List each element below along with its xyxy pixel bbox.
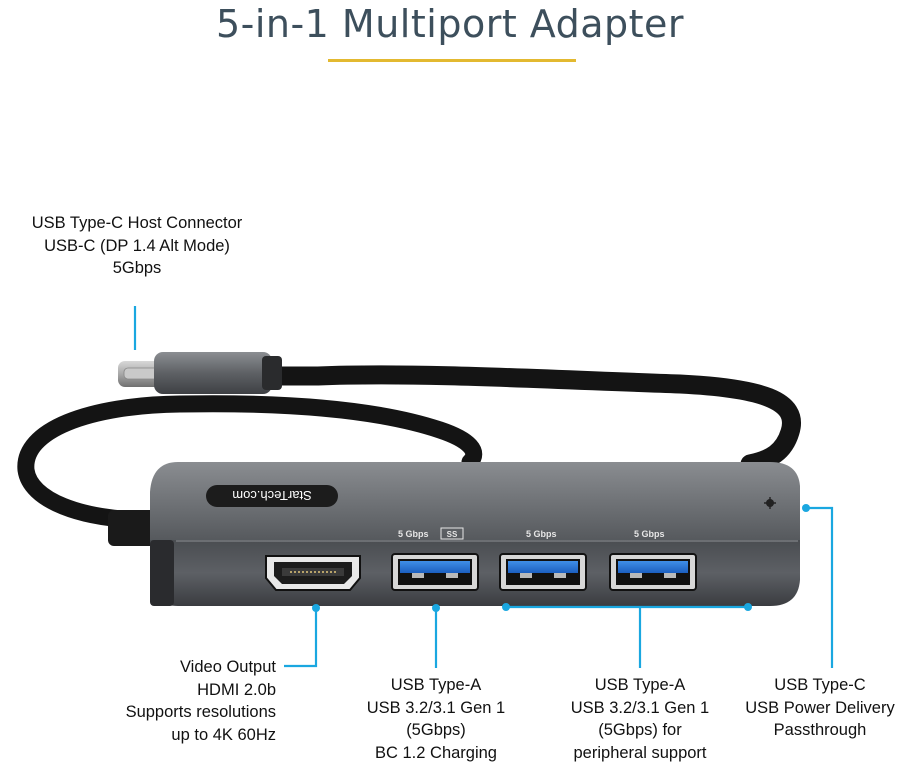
hdmi-port	[265, 555, 361, 591]
label-usb-a-charging: USB Type-A USB 3.2/3.1 Gen 1 (5Gbps) BC …	[366, 676, 506, 762]
callout-usbc-pd	[806, 506, 834, 668]
label-usb-c-host: USB Type-C Host Connector USB-C (DP 1.4 …	[31, 214, 243, 277]
svg-text:StarTech.com: StarTech.com	[232, 488, 311, 503]
usb-a-port-1	[391, 553, 479, 591]
port1-marking: 5 Gbps	[398, 529, 429, 539]
label-usb-a-peripheral: USB Type-A USB 3.2/3.1 Gen 1 (5Gbps) for…	[570, 676, 710, 762]
usb-c-plug	[118, 352, 282, 394]
usb-a-port-3	[609, 553, 697, 591]
label-video-output: Video Output HDMI 2.0b Supports resoluti…	[125, 658, 276, 744]
brand-logo: StarTech.com	[206, 485, 338, 507]
page-title: 5-in-1 Multiport Adapter	[215, 2, 685, 46]
title-underline	[328, 59, 576, 62]
port2-marking: 5 Gbps	[526, 529, 557, 539]
power-delivery-icon	[764, 497, 776, 509]
cable-loop	[17, 395, 483, 529]
port3-marking: 5 Gbps	[634, 529, 665, 539]
callout-lines	[133, 306, 834, 668]
cable	[258, 365, 801, 474]
label-usb-c-pd: USB Type-C USB Power Delivery Passthroug…	[745, 676, 895, 739]
usb-a-port-2	[499, 553, 587, 591]
callout-video	[284, 608, 318, 668]
port1-badge: SS	[447, 530, 458, 539]
